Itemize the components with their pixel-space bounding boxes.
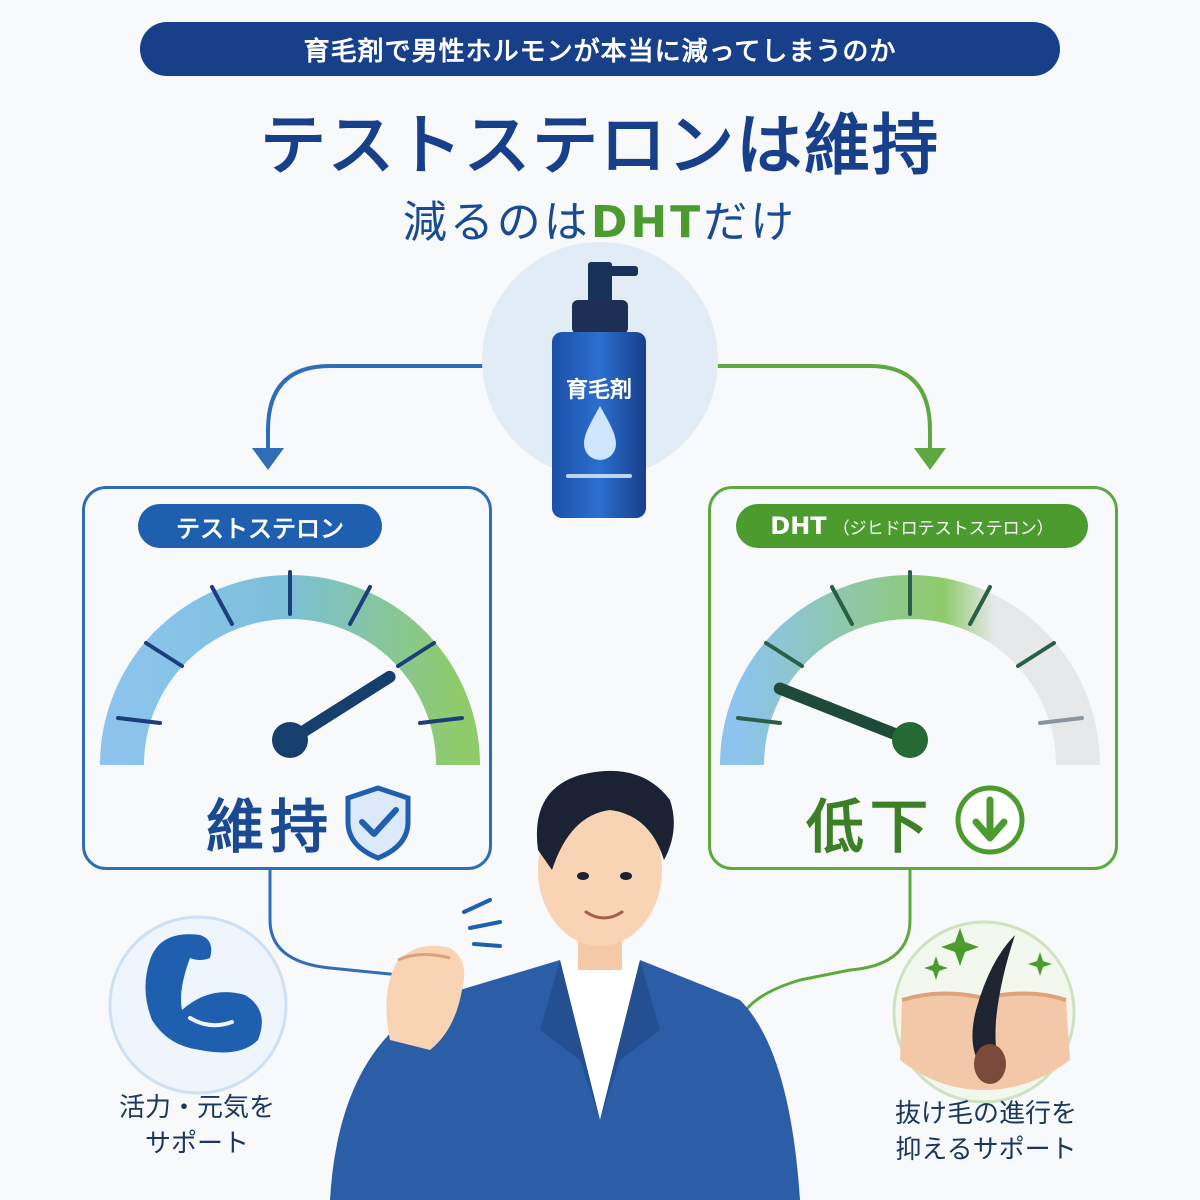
gauge-hub-right	[892, 722, 928, 758]
status-maintained: 維持	[206, 793, 335, 861]
arrowhead-left	[252, 448, 284, 470]
motion-lines	[462, 898, 502, 948]
gauge-needle-left	[284, 670, 396, 746]
bottle-label: 育毛剤	[565, 378, 632, 403]
gauge-right	[720, 570, 1100, 766]
main-headline: テストステロンは維持	[260, 107, 940, 184]
top-banner: 育毛剤で男性ホルモンが本当に減ってしまうのか	[140, 22, 1060, 76]
caption-left: 活力・元気を サポート	[92, 1090, 302, 1162]
sparkle-icon	[924, 928, 1052, 980]
card-testosterone	[82, 486, 492, 870]
status-decreased: 低下	[806, 793, 935, 861]
sub-headline: 減るのはDHTだけ	[0, 186, 1200, 250]
shield-check-icon	[345, 785, 411, 861]
card-dht	[708, 486, 1118, 870]
card-title-testosterone: テストステロン	[138, 504, 382, 548]
connector-right-bottom	[738, 870, 912, 1021]
bottle-illustration	[552, 262, 646, 518]
caption-left-line: 活力・元気を	[118, 1093, 275, 1123]
connector-left	[266, 364, 486, 452]
connector-right	[714, 364, 932, 452]
muscle-arm-icon	[145, 934, 262, 1053]
gauge-needle-right	[773, 682, 916, 746]
gauge-left	[100, 570, 480, 766]
connector-left-bottom	[268, 870, 401, 977]
card-title-dht-sub: （ジヒドロテストステロン）	[832, 518, 1054, 539]
caption-right-line: 抜け毛の進行を	[894, 1099, 1077, 1129]
arrow-down-circle-icon	[955, 785, 1025, 855]
man-illustration	[330, 770, 800, 1200]
caption-left-line: サポート	[144, 1129, 249, 1159]
caption-right: 抜け毛の進行を 抑えるサポート	[866, 1096, 1106, 1168]
card-title-dht: DHT（ジヒドロテストステロン）	[736, 504, 1088, 548]
arrowhead-right	[914, 448, 946, 470]
hair-follicle-icon	[900, 935, 1070, 1090]
sub-headline-suffix: だけ	[703, 197, 798, 248]
gauge-hub-left	[272, 722, 308, 758]
sub-headline-prefix: 減るのは	[402, 197, 591, 248]
caption-right-line: 抑えるサポート	[895, 1135, 1077, 1165]
sub-headline-highlight: DHT	[590, 197, 704, 248]
card-title-dht-main: DHT	[770, 512, 827, 540]
water-drop-icon	[584, 406, 616, 460]
